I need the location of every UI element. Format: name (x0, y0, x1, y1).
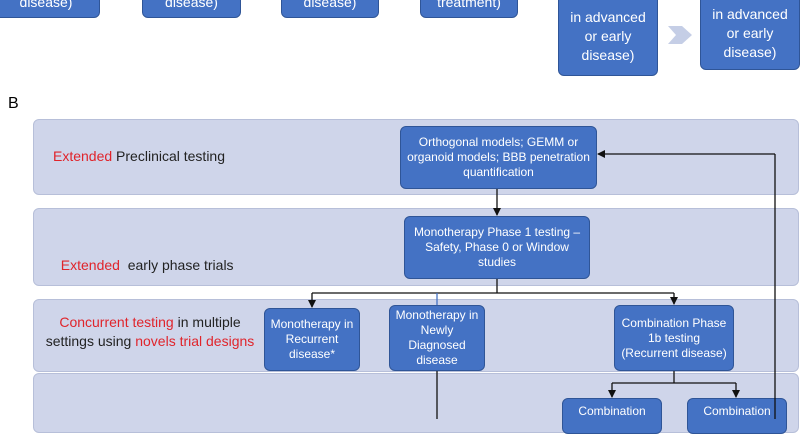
panel-a-box-4: treatment) (420, 0, 518, 18)
panel-a-box-6: in advanced or early disease) (700, 0, 800, 70)
box-monotherapy-newly-diagnosed-text: Monotherapy in Newly Diagnosed disease (395, 308, 479, 367)
panel-a-box-2-text: disease) (165, 0, 218, 10)
panel-a-box-3: disease) (281, 0, 379, 18)
panel-a-box-1: disease) (0, 0, 100, 18)
label-concurrent: Concurrent testing in multiple settings … (40, 313, 260, 351)
panel-a-box-6-text: in advanced or early disease) (712, 5, 788, 60)
panel-a-box-3-text: disease) (303, 0, 357, 10)
box-orthogonal-models: Orthogonal models; GEMM or organoid mode… (400, 126, 597, 189)
label-early-phase: Extended early phase trials (53, 237, 234, 275)
box-combination-phase1b: Combination Phase 1b testing (Recurrent … (614, 305, 734, 371)
box-monotherapy-recurrent-text: Monotherapy in Recurrent disease* (270, 317, 354, 361)
box-monotherapy-recurrent: Monotherapy in Recurrent disease* (264, 308, 360, 371)
panel-a-box-5: in advanced or early disease) (558, 0, 658, 76)
box-combination-phase1b-text: Combination Phase 1b testing (Recurrent … (621, 315, 727, 360)
panel-a-box-2: disease) (142, 0, 241, 18)
label-preclinical: Extended Preclinical testing (53, 147, 225, 166)
label-concurrent-mid: in multiple settings using (45, 314, 241, 349)
box-monotherapy-phase1: Monotherapy Phase 1 testing – Safety, Ph… (404, 216, 590, 279)
box-combination-left: Combination (562, 398, 662, 434)
chevron-right-icon (668, 26, 692, 44)
panel-a-box-5-text: in advanced or early disease) (570, 8, 646, 63)
label-early-phase-highlight: Extended (60, 257, 120, 273)
box-monotherapy-newly-diagnosed: Monotherapy in Newly Diagnosed disease (389, 305, 485, 371)
box-orthogonal-models-text: Orthogonal models; GEMM or organoid mode… (407, 135, 590, 179)
panel-b-letter: B (8, 95, 19, 112)
label-preclinical-highlight: Extended (53, 148, 113, 164)
box-combination-right: Combination (687, 398, 787, 434)
panel-a-box-4-text: treatment) (437, 0, 501, 10)
label-early-phase-rest: early phase trials (119, 257, 234, 273)
box-combination-right-text: Combination (703, 404, 771, 418)
box-monotherapy-phase1-text: Monotherapy Phase 1 testing – Safety, Ph… (413, 225, 581, 269)
label-preclinical-rest: Preclinical testing (112, 148, 225, 164)
label-concurrent-highlight-2: novels trial designs (135, 333, 255, 349)
panel-a-box-1-text: disease) (19, 0, 73, 10)
box-combination-left-text: Combination (578, 404, 646, 418)
band-next (33, 373, 799, 433)
label-concurrent-highlight-1: Concurrent testing (59, 314, 174, 330)
